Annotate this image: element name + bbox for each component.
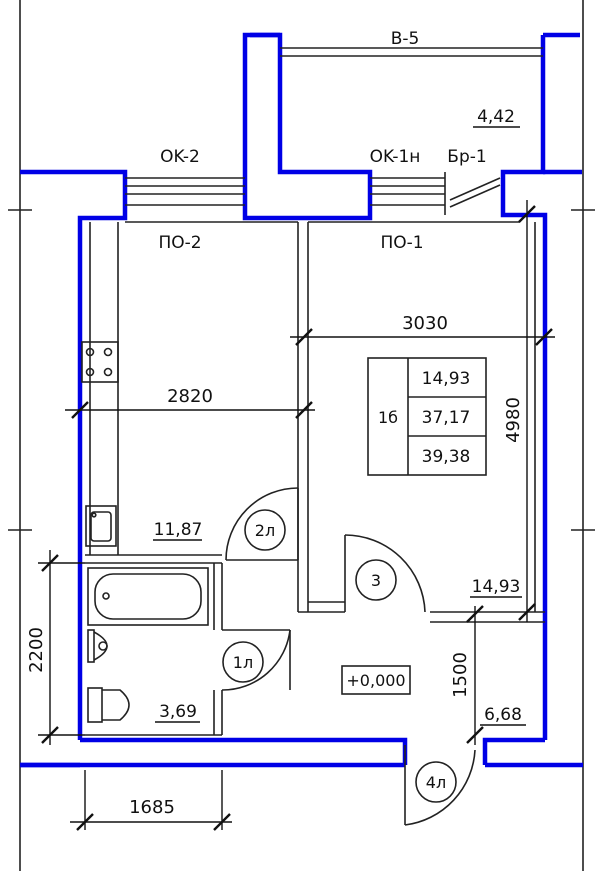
dimension-room-width: 3030 bbox=[402, 313, 448, 334]
level-mark-box bbox=[341, 665, 411, 695]
dimension-kitchen-width: 2820 bbox=[167, 386, 213, 407]
door-3-swing bbox=[344, 534, 426, 613]
dimension-bath-width: 1685 bbox=[129, 797, 175, 818]
dimension-lines bbox=[38, 126, 555, 831]
door-4-swing bbox=[404, 745, 476, 826]
balcony-door-code: Бр-1 bbox=[447, 147, 486, 167]
door-2-label: 2л bbox=[255, 521, 275, 540]
level-mark: +0,000 bbox=[346, 671, 405, 690]
dimension-hall-depth: 1500 bbox=[450, 652, 471, 698]
balcony-code: B-5 bbox=[391, 29, 420, 49]
sill-kitchen-code: ПО-2 bbox=[158, 233, 201, 253]
balcony-area: 4,42 bbox=[477, 107, 515, 127]
window-room-code: OK-1н bbox=[370, 147, 421, 167]
window-kitchen-code: OK-2 bbox=[160, 147, 200, 167]
balcony-door-leaf bbox=[444, 172, 501, 215]
balcony bbox=[280, 47, 543, 57]
partitions bbox=[85, 221, 545, 736]
door-3-marker bbox=[355, 559, 397, 601]
room-area: 14,93 bbox=[472, 577, 521, 597]
bath-area: 3,69 bbox=[159, 702, 197, 722]
washbasin bbox=[87, 629, 108, 663]
kitchen-counter bbox=[81, 222, 119, 555]
living-area: 14,93 bbox=[422, 369, 471, 389]
door-4-marker bbox=[415, 761, 457, 803]
toilet bbox=[87, 687, 130, 723]
door-1-label: 1л bbox=[233, 653, 253, 672]
useful-area: 37,17 bbox=[422, 408, 471, 428]
structural-walls bbox=[20, 32, 583, 768]
hall-area: 6,68 bbox=[484, 705, 522, 725]
dimension-bath-height: 2200 bbox=[26, 627, 47, 673]
kitchen-area: 11,87 bbox=[154, 520, 203, 540]
door-2-marker bbox=[244, 509, 286, 551]
window-kitchen bbox=[125, 177, 245, 206]
area-table bbox=[367, 357, 487, 476]
door-3-label: 3 bbox=[371, 571, 381, 590]
total-area: 39,38 bbox=[422, 447, 471, 467]
door-4-label: 4л bbox=[426, 773, 446, 792]
door-2-swing bbox=[225, 487, 299, 561]
door-1-swing bbox=[221, 629, 291, 691]
door-1-marker bbox=[222, 641, 264, 683]
building-outline bbox=[8, 0, 595, 871]
bathtub bbox=[87, 567, 209, 626]
dimension-room-depth: 4980 bbox=[503, 397, 524, 443]
window-room bbox=[370, 177, 445, 206]
sill-room-code: ПО-1 bbox=[380, 233, 423, 253]
apartment-type: 1б bbox=[378, 408, 398, 427]
